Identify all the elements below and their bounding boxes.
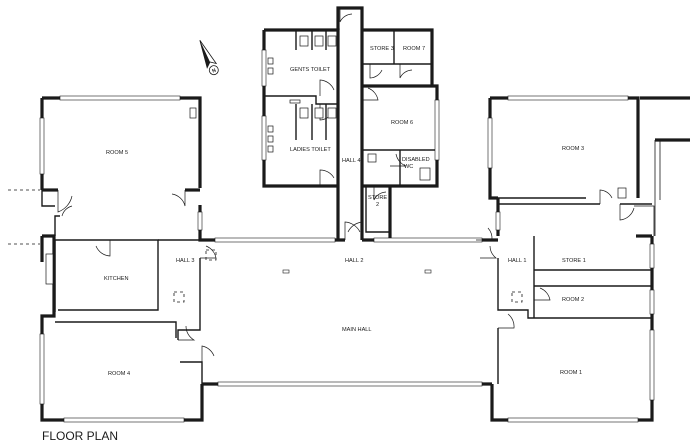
room-labels: ROOM 5 ROOM 3 ROOM 4 ROOM 1 ROOM 2 ROOM …	[104, 46, 586, 377]
label-hall-4: HALL 4	[342, 158, 360, 164]
doors	[57, 8, 635, 362]
plan-title: FLOOR PLAN	[42, 429, 118, 443]
north-arrow-icon: N	[199, 40, 219, 76]
label-room-2: ROOM 2	[562, 297, 584, 303]
label-disabled-wc-a: DISABLED	[402, 157, 430, 163]
label-store-1: STORE 1	[562, 258, 586, 264]
north-label: N	[211, 67, 217, 74]
fixtures	[45, 35, 661, 303]
label-hall-2: HALL 2	[345, 258, 363, 264]
interior-walls	[41, 30, 652, 384]
label-store-2-b: 2	[376, 202, 379, 208]
windows	[39, 49, 655, 423]
label-room-3: ROOM 3	[562, 146, 584, 152]
label-room-1: ROOM 1	[560, 370, 582, 376]
label-hall-3: HALL 3	[176, 258, 194, 264]
label-room-5: ROOM 5	[106, 150, 128, 156]
label-room-7: ROOM 7	[403, 46, 425, 52]
label-gents-toilet: GENTS TOILET	[290, 67, 331, 73]
label-ladies-toilet: LADIES TOILET	[290, 147, 331, 153]
label-store-3: STORE 3	[370, 46, 394, 52]
service-lines	[8, 189, 40, 245]
label-store-2-a: STORE	[368, 195, 387, 201]
label-hall-1: HALL 1	[508, 258, 526, 264]
label-disabled-wc-b: WC	[404, 164, 413, 170]
label-kitchen: KITCHEN	[104, 276, 129, 282]
label-room-6: ROOM 6	[391, 120, 413, 126]
label-main-hall: MAIN HALL	[342, 327, 372, 333]
label-room-4: ROOM 4	[108, 371, 130, 377]
